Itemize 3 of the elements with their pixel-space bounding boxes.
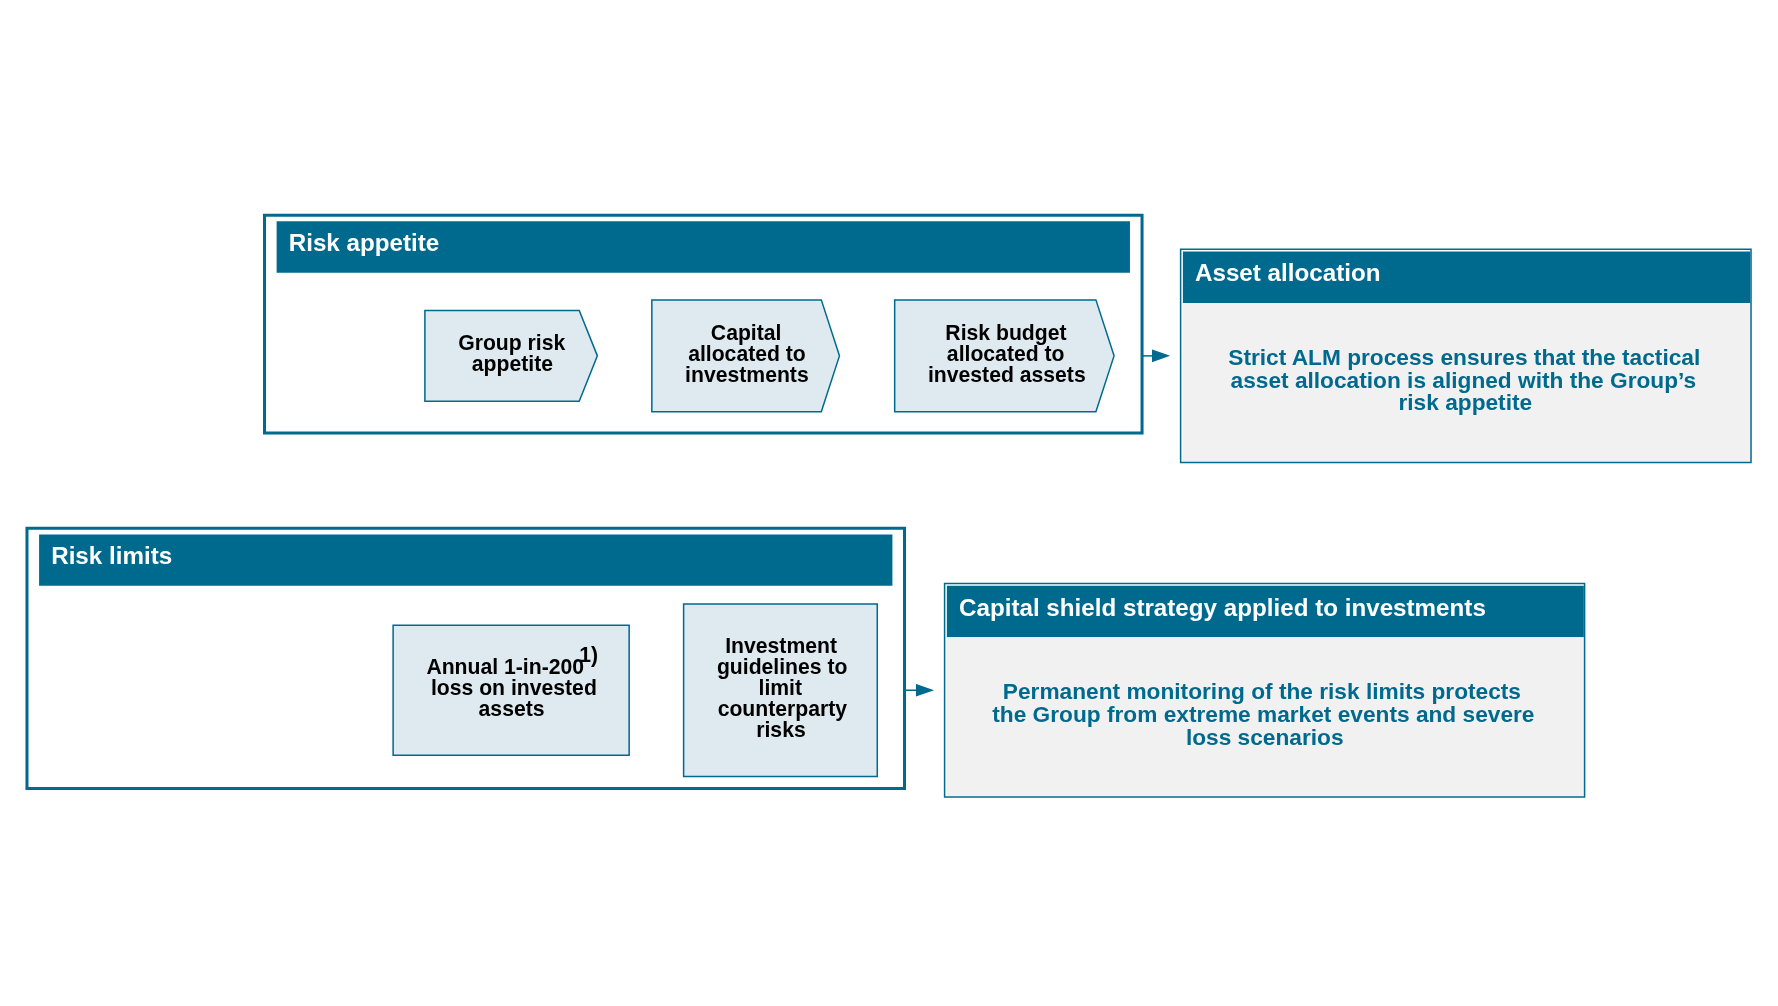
node-box: Investment guidelines to limit counterparty risks <box>682 603 879 778</box>
arrow <box>903 683 935 697</box>
arrow <box>1141 349 1171 363</box>
